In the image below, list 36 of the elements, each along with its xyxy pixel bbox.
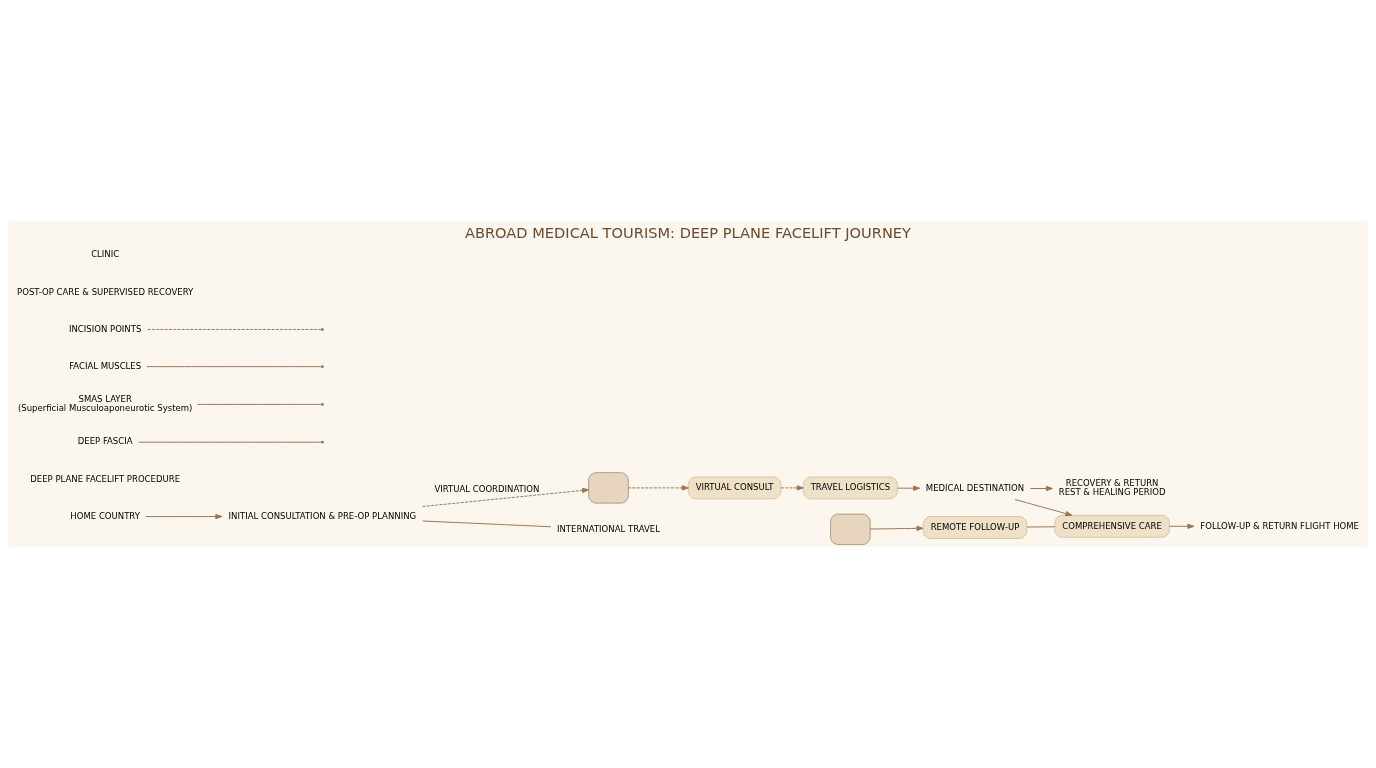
connector [138, 441, 322, 443]
node-text: INCISION POINTS [68, 323, 142, 334]
arrow [1169, 523, 1195, 529]
node-text: HOME COUNTRY [70, 510, 140, 521]
connector [196, 403, 322, 405]
arrow [1014, 499, 1073, 517]
node-box: COMPREHENSIVE CARE [1054, 515, 1170, 538]
connector [422, 520, 552, 528]
node-text: DEEP PLANE FACELIFT PROCEDURE [30, 473, 181, 484]
arrow [627, 485, 689, 491]
node-box [830, 513, 871, 545]
node-text: DEEP FASCIA [77, 436, 133, 447]
arrow [780, 485, 804, 491]
node-text: FOLLOW-UP & RETURN FLIGHT HOME [1200, 520, 1360, 531]
node-box: TRAVEL LOGISTICS [803, 476, 898, 500]
node-box [588, 472, 629, 504]
node-text: INTERNATIONAL TRAVEL [556, 523, 660, 534]
node-text: RECOVERY & RETURN REST & HEALING PERIOD [1058, 478, 1166, 498]
arrow [869, 525, 924, 531]
edge-label: VIRTUAL COORDINATION [434, 484, 540, 495]
node-text: MEDICAL DESTINATION [925, 482, 1025, 493]
arrow [145, 513, 223, 520]
arrow [422, 487, 590, 507]
arrow [897, 485, 921, 491]
arrow [1029, 485, 1053, 492]
node-box: REMOTE FOLLOW-UP [922, 516, 1028, 539]
node-text: FACIAL MUSCLES [69, 360, 142, 371]
node-box: VIRTUAL CONSULT [688, 476, 782, 500]
connector [147, 328, 322, 330]
node-text: POST-OP CARE & SUPERVISED RECOVERY [17, 286, 194, 297]
label: CLINIC [91, 249, 120, 260]
connector [1026, 526, 1056, 528]
connector [146, 366, 322, 368]
node-text: SMAS LAYER (Superficial Musculoaponeurotic System) [17, 394, 193, 414]
node-text: INITIAL CONSULTATION & PRE-OP PLANNING [228, 510, 417, 521]
diagram-title: ABROAD MEDICAL TOURISM: DEEP PLANE FACELIFT JOURNEY [464, 223, 912, 241]
